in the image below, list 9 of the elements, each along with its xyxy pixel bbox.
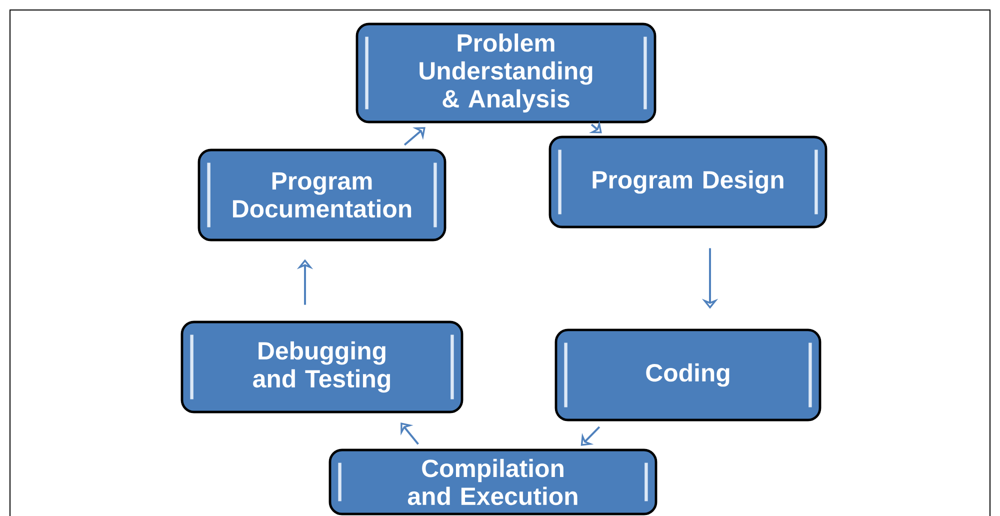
process-box: Debugging and Testing — [180, 320, 464, 414]
process-box: Problem Understanding & Analysis — [356, 22, 656, 124]
arrow — [404, 127, 426, 146]
arrow — [400, 422, 419, 445]
process-box: Compilation and Execution — [328, 448, 658, 516]
process-box: Program Design — [548, 136, 828, 228]
arrow — [580, 426, 600, 446]
process-box: Coding — [554, 328, 822, 422]
process-box: Program Documentation — [198, 148, 446, 242]
